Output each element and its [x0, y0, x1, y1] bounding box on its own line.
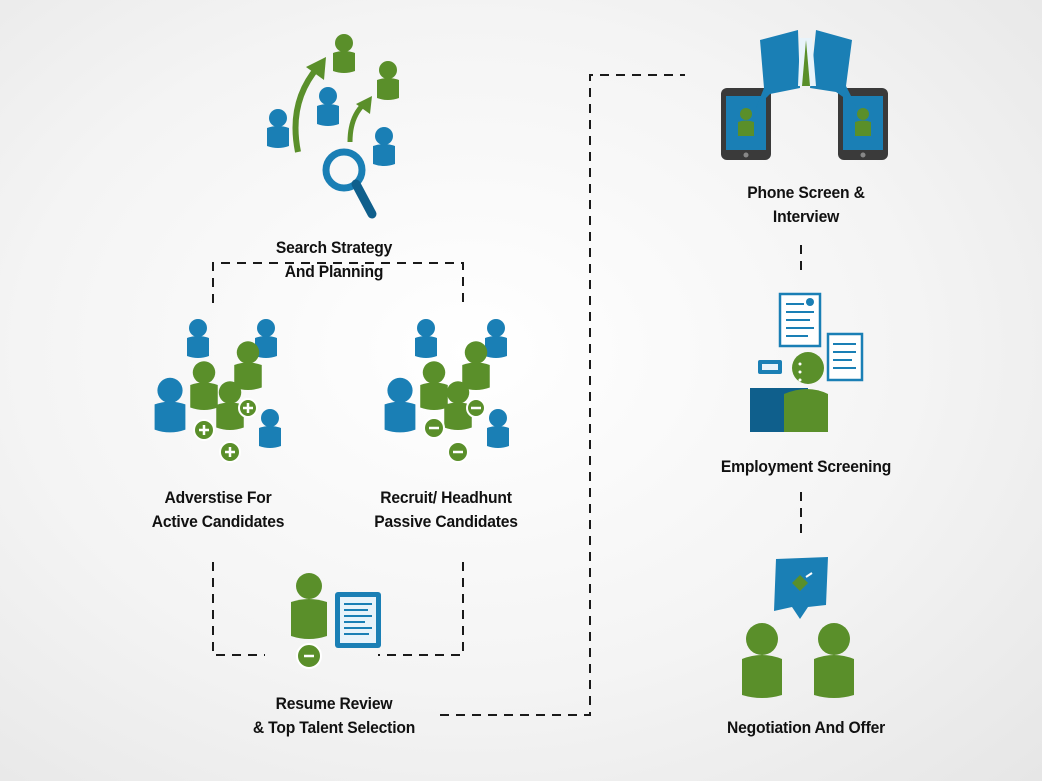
employment-screening-label: Employment Screening	[720, 457, 892, 476]
search-strategy-icon	[267, 34, 399, 219]
connector-search-to-branches	[212, 262, 464, 303]
advertise-label: Adverstise For Active Candidates	[151, 488, 285, 531]
negotiation-handshake-icon	[742, 557, 854, 698]
recruit-crowd-icon	[384, 319, 509, 463]
phone-screen-icon	[721, 30, 888, 160]
search-strategy-label: Search Strategy And Planning	[275, 238, 393, 281]
employment-screening-icon	[750, 292, 864, 432]
negotiation-label: Negotiation And Offer	[726, 718, 886, 737]
connector-recruit-to-resume	[378, 562, 464, 656]
resume-review-label: Resume Review & Top Talent Selection	[252, 694, 416, 737]
advertise-crowd-icon	[154, 319, 281, 463]
connector-branches-to-resume	[212, 562, 265, 656]
resume-review-icon	[291, 573, 381, 669]
recruit-label: Recruit/ Headhunt Passive Candidates	[374, 488, 518, 531]
connector-resume-to-phone	[440, 74, 685, 716]
phone-screen-label: Phone Screen & Interview	[747, 183, 865, 226]
